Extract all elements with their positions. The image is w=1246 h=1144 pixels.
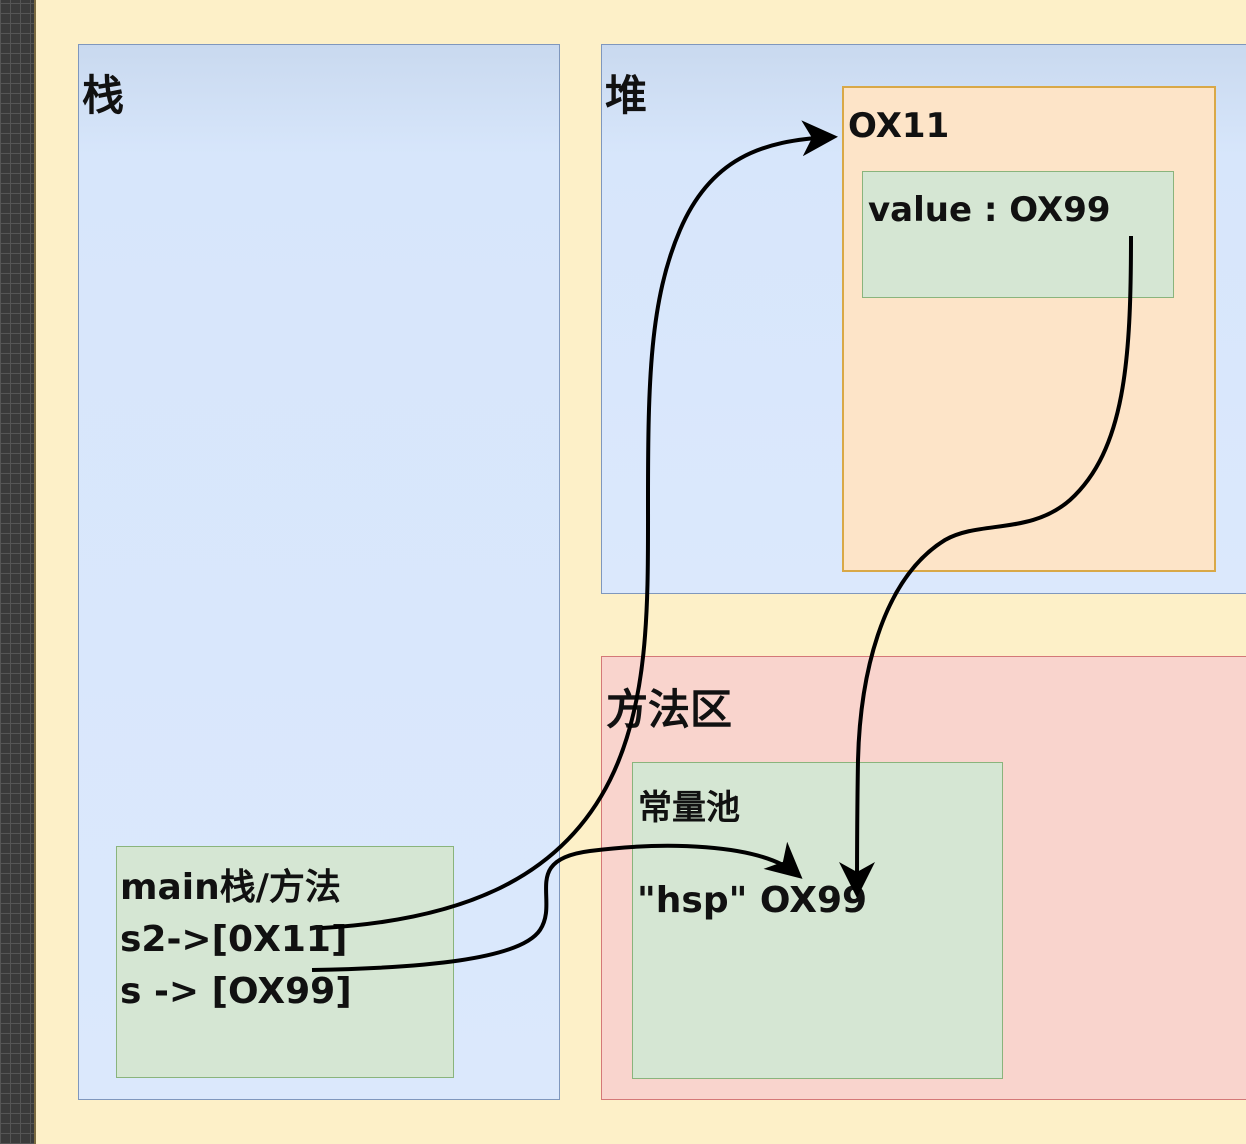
constant-pool-entry: "hsp" OX99 [637, 880, 868, 921]
heap-object [842, 86, 1216, 572]
main-stack-frame-label: main栈/方法 s2->[0X11] s -> [OX99] [120, 862, 352, 1018]
stack-title: 栈 [82, 71, 125, 120]
heap-object-address: OX11 [848, 106, 950, 146]
canvas-ruler [0, 0, 34, 1144]
main-frame-title: main栈/方法 [120, 867, 341, 908]
constant-pool-title: 常量池 [638, 788, 740, 828]
s2-reference: s2->[0X11] [120, 919, 348, 960]
value-field-label: value : OX99 [868, 190, 1111, 230]
method-area-title: 方法区 [606, 685, 733, 734]
heap-title: 堆 [605, 71, 648, 120]
s-reference: s -> [OX99] [120, 971, 352, 1012]
ruler-edge [34, 0, 36, 1144]
